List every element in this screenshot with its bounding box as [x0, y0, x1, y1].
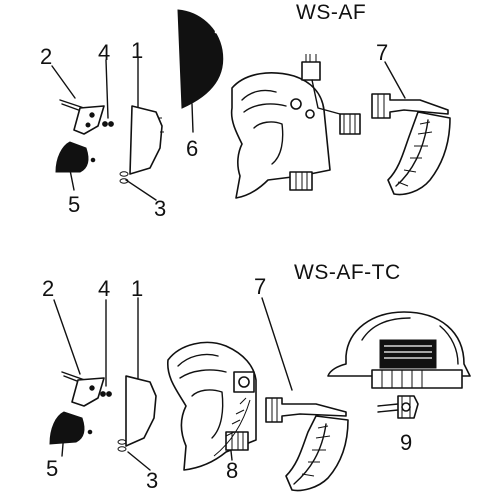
part-2b-bracket — [61, 371, 105, 407]
leader-part-7 — [384, 61, 406, 99]
part-1-cover-plate — [129, 105, 163, 175]
leader-part-3b — [127, 451, 151, 471]
label-part-3: 3 — [154, 196, 167, 221]
label-part-5: 5 — [68, 192, 81, 217]
part-7-headband — [371, 93, 451, 196]
part-3b-rings — [117, 439, 127, 452]
diagram-title-ws-af-tc: WS-AF-TC — [294, 261, 401, 284]
part-8-helmet-with-headgear — [167, 341, 257, 471]
part-2-bracket — [59, 99, 105, 135]
label-part-5b: 5 — [46, 456, 59, 481]
label-part-4: 4 — [98, 40, 111, 65]
label-part-7b: 7 — [254, 274, 267, 299]
part-4-screws — [102, 121, 114, 127]
label-part-4b: 4 — [98, 276, 111, 301]
leader-part-6 — [191, 103, 194, 133]
leader-part-4 — [105, 59, 109, 119]
label-part-9: 9 — [400, 430, 413, 455]
label-part-8: 8 — [226, 458, 239, 483]
label-part-2b: 2 — [42, 276, 55, 301]
part-5-cap — [55, 141, 89, 173]
part-9-adapter — [377, 395, 419, 419]
diagram-title-ws-af: WS-AF — [296, 1, 367, 24]
assembly-ws-af-tc — [49, 297, 471, 492]
part-7b-headband — [265, 397, 349, 492]
part-5b-cap — [49, 411, 85, 445]
leader-part-3 — [125, 179, 157, 201]
welding-helmet-shell — [230, 54, 361, 199]
leader-part-7b — [261, 297, 293, 391]
label-part-6: 6 — [186, 136, 199, 161]
hard-hat — [327, 311, 471, 389]
leader-part-2 — [51, 65, 76, 99]
part-4b-screws — [100, 391, 112, 397]
label-part-7: 7 — [376, 40, 389, 65]
assembly-ws-af — [51, 9, 451, 201]
part-6-shield — [177, 9, 224, 109]
label-part-1b: 1 — [131, 276, 144, 301]
part-1b-cover-plate — [125, 375, 157, 447]
label-part-3b: 3 — [146, 468, 159, 493]
part-3-rings — [119, 171, 129, 184]
leader-part-2b — [53, 299, 81, 375]
label-part-2: 2 — [40, 44, 53, 69]
label-part-1: 1 — [131, 38, 144, 63]
